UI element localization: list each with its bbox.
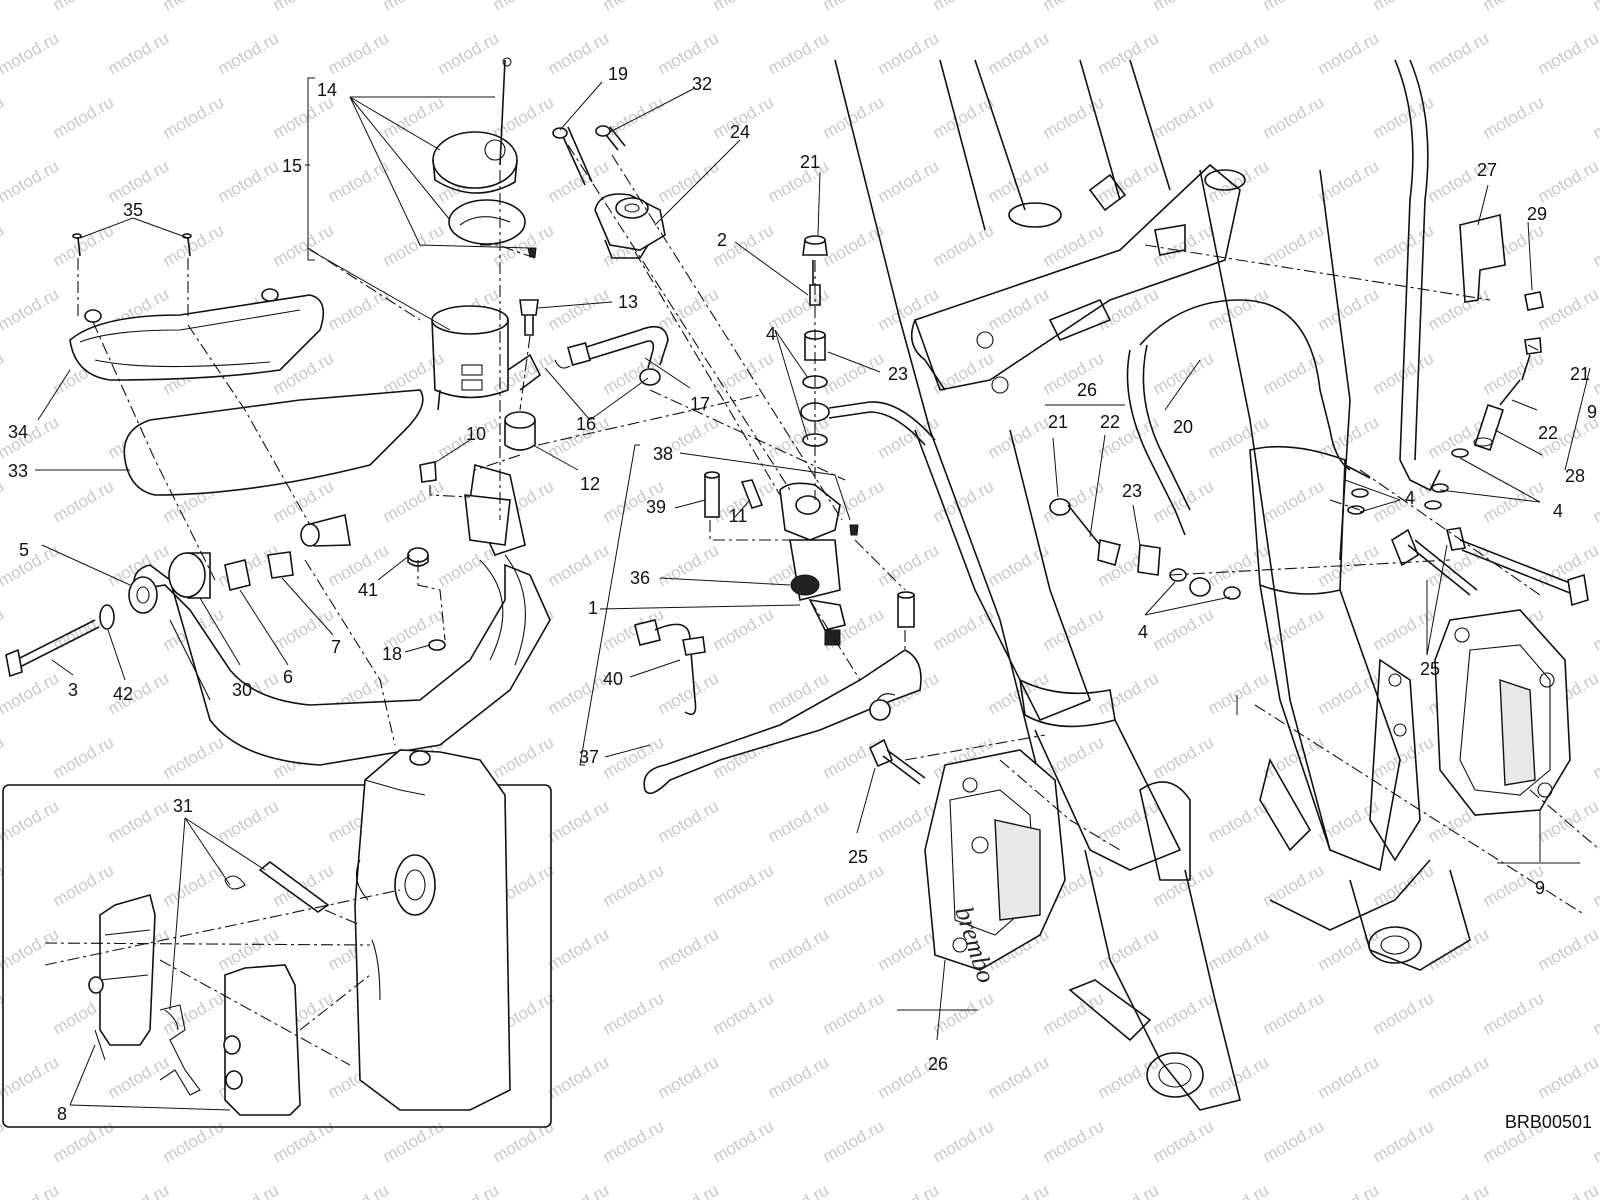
- callout-18: 18: [382, 644, 402, 664]
- callout-12: 12: [580, 474, 600, 494]
- callout-7: 7: [331, 637, 341, 657]
- callout-42: 42: [113, 684, 133, 704]
- callout-1: 1: [588, 598, 598, 618]
- callout-4-mid: 4: [1138, 622, 1148, 642]
- callout-38: 38: [653, 444, 673, 464]
- callout-14: 14: [317, 80, 337, 100]
- callout-25-right: 25: [1420, 659, 1440, 679]
- right-side-hardware: [868, 213, 1589, 785]
- callout-21-mid: 21: [1048, 412, 1068, 432]
- callout-9-right: 9: [1587, 402, 1597, 422]
- callout-26-top: 26: [1077, 380, 1097, 400]
- callout-17: 17: [690, 394, 710, 414]
- callout-23-top: 23: [888, 364, 908, 384]
- callout-10: 10: [466, 424, 486, 444]
- callout-labels: 14 15 19 32 24 21 2 4 23 35 13 17 16 34 …: [8, 64, 1597, 1132]
- callout-5: 5: [19, 540, 29, 560]
- brake-caliper-right-9: [1434, 609, 1571, 816]
- callout-39: 39: [646, 497, 666, 517]
- callout-40: 40: [603, 669, 623, 689]
- handguard-assembly: [5, 233, 551, 766]
- leader-lines: [35, 81, 1543, 1111]
- callout-21-top: 21: [800, 152, 820, 172]
- bracket-24: [552, 125, 666, 259]
- callout-32: 32: [692, 74, 712, 94]
- callout-20: 20: [1173, 417, 1193, 437]
- assembly-lines: [44, 144, 1600, 1066]
- callout-21-right: 21: [1570, 364, 1590, 384]
- callout-28: 28: [1565, 466, 1585, 486]
- callout-34: 34: [8, 422, 28, 442]
- callout-2: 2: [717, 230, 727, 250]
- callout-30: 30: [232, 680, 252, 700]
- callout-29: 29: [1527, 204, 1547, 224]
- brake-hose-20: [1126, 299, 1371, 536]
- reservoir-assembly: [431, 57, 669, 451]
- callout-23-mid: 23: [1122, 481, 1142, 501]
- callout-3: 3: [68, 680, 78, 700]
- callout-22-mid: 22: [1100, 412, 1120, 432]
- callout-9-bottom: 9: [1535, 878, 1545, 898]
- callout-24: 24: [730, 122, 750, 142]
- callout-31: 31: [173, 796, 193, 816]
- brake-caliper-left-26: brembo: [924, 749, 1066, 986]
- callout-35: 35: [123, 200, 143, 220]
- callout-37: 37: [579, 747, 599, 767]
- callout-15: 15: [282, 156, 302, 176]
- callout-36: 36: [630, 568, 650, 588]
- callout-6: 6: [283, 667, 293, 687]
- callout-41: 41: [358, 580, 378, 600]
- inset-brake-pads: [2, 749, 552, 1128]
- bleed-fitting-stack: [800, 235, 936, 447]
- callout-4-right-b: 4: [1553, 501, 1563, 521]
- callout-22-right: 22: [1538, 423, 1558, 443]
- callout-19: 19: [608, 64, 628, 84]
- callout-16: 16: [576, 414, 596, 434]
- brake-lever-assembly: [634, 471, 922, 795]
- callout-27: 27: [1477, 160, 1497, 180]
- callout-4-right-a: 4: [1405, 488, 1415, 508]
- callout-26-bottom: 26: [928, 1054, 948, 1074]
- callout-8: 8: [57, 1104, 67, 1124]
- inset-frame: [2, 784, 552, 1128]
- group-brackets: [307, 77, 1591, 1011]
- callout-13: 13: [618, 292, 638, 312]
- callout-25-bottom: 25: [848, 847, 868, 867]
- front-fork-assembly: [834, 59, 1471, 1111]
- callout-4-top: 4: [766, 324, 776, 344]
- callout-33: 33: [8, 461, 28, 481]
- callout-11: 11: [729, 506, 748, 526]
- drawing-code: BRB00501: [1505, 1112, 1592, 1132]
